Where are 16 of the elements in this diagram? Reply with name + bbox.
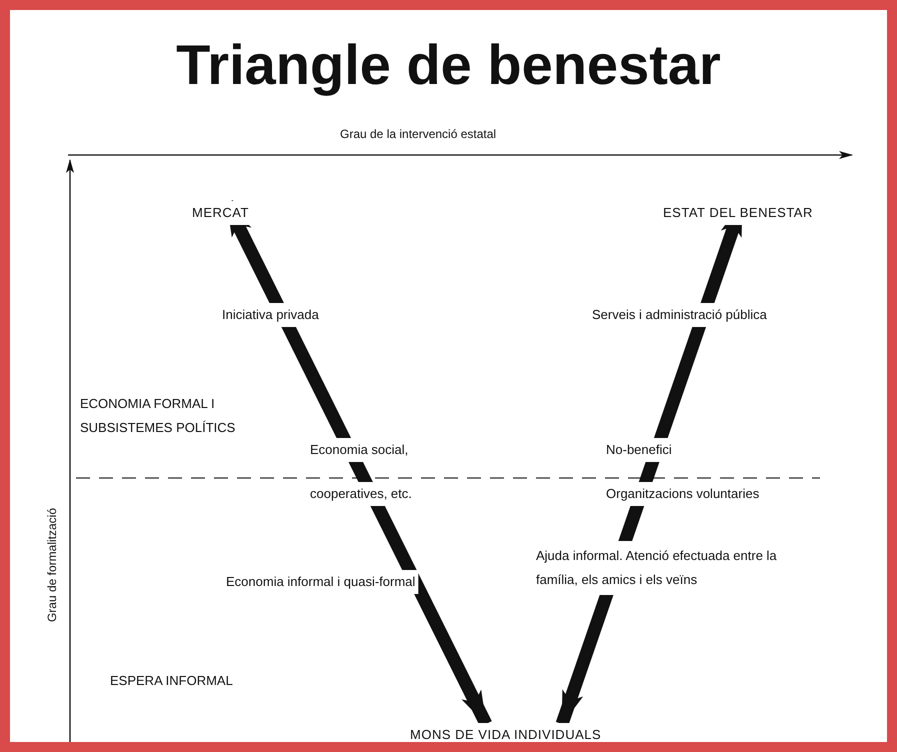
sector-label: Iniciativa privada [222, 306, 319, 324]
sector-label: Serveis i administració pública [592, 306, 767, 324]
sector-label: Ajuda informal. Atenció efectuada entre la família, els amics i els veïns [536, 547, 778, 589]
category-label: MERCAT [192, 204, 249, 222]
region-label: ECONOMIA FORMAL I SUBSISTEMES POLÍTICS [80, 395, 236, 437]
sector-label: cooperatives, etc. [310, 485, 412, 503]
region-label: ESPERA INFORMAL [110, 672, 233, 690]
category-label: MONS DE VIDA INDIVIDUALS [410, 726, 602, 742]
sector-label: Economia social, [310, 441, 408, 459]
sector-label: Organitzacions voluntaries [606, 485, 760, 503]
category-label: ESTAT DEL BENESTAR [663, 204, 813, 222]
axis-label: Grau de la intervenció estatal [340, 126, 496, 143]
axis-label: Grau de formalització [44, 508, 60, 622]
sector-label: No-benefici [606, 441, 672, 459]
sector-label: Economia informal i quasi-formal [226, 573, 416, 591]
title: Triangle de benestar [175, 32, 722, 98]
